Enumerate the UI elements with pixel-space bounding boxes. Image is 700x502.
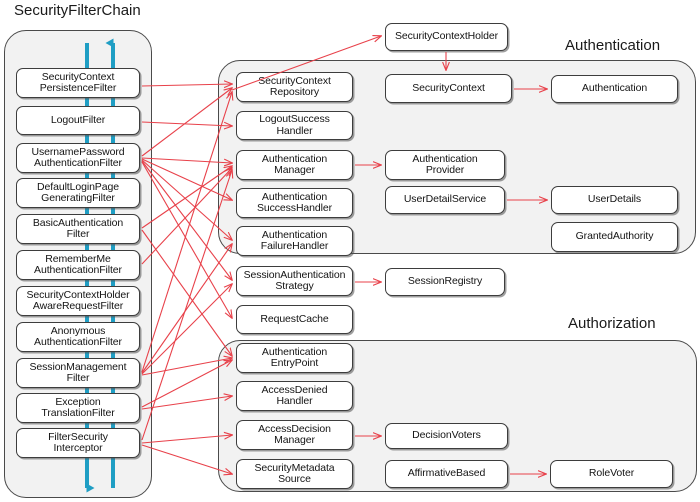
- node-requestcache[interactable]: RequestCache: [236, 305, 353, 334]
- node-label: RoleVoter: [588, 467, 635, 480]
- node-authentication-obj[interactable]: Authentication: [551, 75, 678, 103]
- node-label: SessionRegistry: [407, 275, 483, 288]
- node-label: DecisionVoters: [412, 429, 481, 442]
- group-title-authentication: Authentication: [565, 37, 661, 54]
- node-label: SecurityContextHolder: [395, 30, 498, 43]
- node-label: Authentication: [581, 82, 648, 95]
- node-securitycontextholder[interactable]: SecurityContextHolder: [385, 23, 508, 51]
- node-affirmativebased[interactable]: AffirmativeBased: [385, 460, 508, 488]
- node-decisionvoters[interactable]: DecisionVoters: [385, 423, 508, 449]
- node-userdetailservice[interactable]: UserDetailService: [385, 186, 505, 214]
- group-title-securityfilterchain: SecurityFilterChain: [14, 2, 141, 19]
- node-securitycontext[interactable]: SecurityContext: [385, 74, 512, 103]
- node-label: RequestCache: [260, 312, 329, 325]
- node-label: SecurityContext: [412, 81, 485, 94]
- node-label: LogoutFilter: [50, 113, 106, 126]
- node-logoutfilter[interactable]: LogoutFilter: [16, 106, 140, 135]
- node-label: UserDetailService: [403, 193, 487, 206]
- node-rolevoter[interactable]: RoleVoter: [550, 460, 673, 488]
- node-grantedauthority[interactable]: GrantedAuthority: [551, 222, 678, 252]
- node-label: GrantedAuthority: [575, 230, 654, 243]
- node-sessionregistry[interactable]: SessionRegistry: [385, 268, 505, 296]
- node-userdetails[interactable]: UserDetails: [551, 186, 678, 214]
- node-label: AffirmativeBased: [407, 467, 486, 480]
- group-title-authorization: Authorization: [568, 315, 656, 332]
- node-label: UserDetails: [587, 193, 642, 206]
